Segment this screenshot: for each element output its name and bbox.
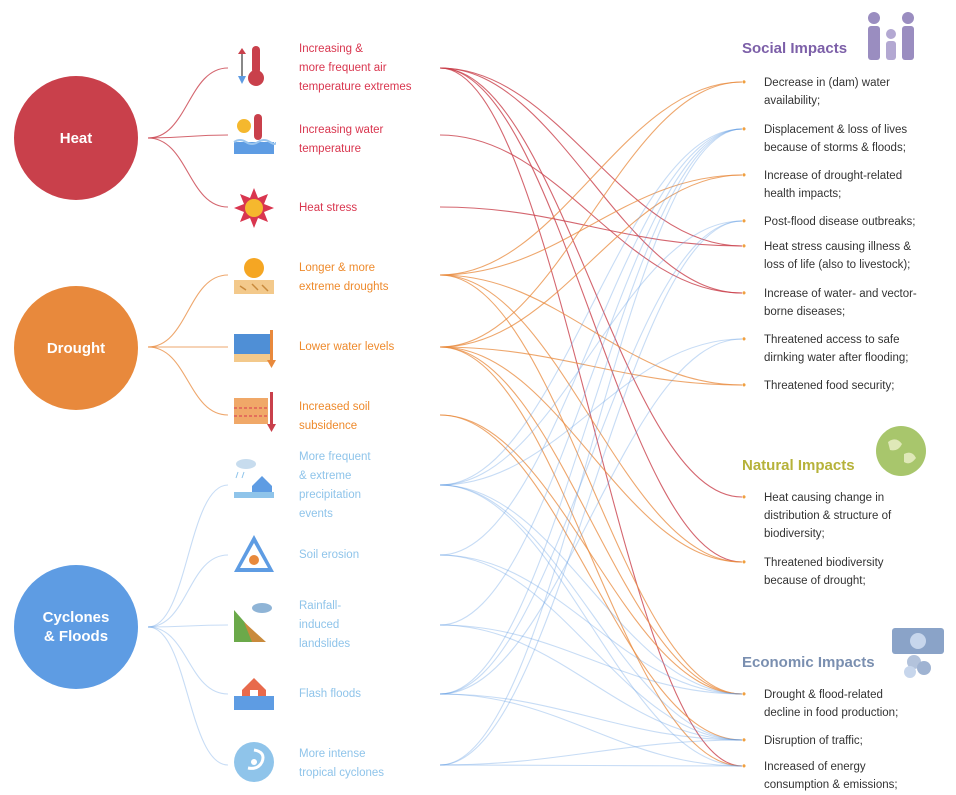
driver-landslides-label: Rainfall- induced landslides xyxy=(299,600,351,650)
driver-impact-link xyxy=(439,128,743,486)
flash-flood-icon xyxy=(234,678,274,710)
people-icon xyxy=(868,12,914,60)
driver-flash-floods-label: Flash floods xyxy=(299,688,362,700)
hazard-cyclones-floods: Cyclones & Floods xyxy=(14,565,138,689)
driver-impact-link xyxy=(439,274,743,386)
impact-displacement: •Displacement & loss of lives because of… xyxy=(742,124,908,154)
driver-water-levels-label: Lower water levels xyxy=(299,341,395,353)
impact-dam-water: •Decrease in (dam) water availability; xyxy=(742,77,890,107)
driver-precipitation-label: More frequent & extreme precipitation ev… xyxy=(299,451,371,520)
impact-food-production: •Drought & flood-related decline in food… xyxy=(742,689,899,719)
driver-impact-link xyxy=(439,554,743,741)
hazard-driver-link xyxy=(147,626,229,766)
driver-impact-link xyxy=(439,338,743,695)
hazard-driver-link xyxy=(147,274,229,348)
impact-post-flood-disease: •Post-flood disease outbreaks; xyxy=(742,216,916,228)
sun-stress-icon xyxy=(234,188,274,228)
impact-energy: •Increased of energy consumption & emiss… xyxy=(742,761,898,791)
driver-impact-link xyxy=(439,484,743,695)
driver-impact-link xyxy=(439,693,743,741)
driver-impact-link xyxy=(439,128,743,695)
driver-cyclones-label: More intense tropical cyclones xyxy=(299,748,385,779)
hazard-cyclones-floods-label: Cyclones & Floods xyxy=(42,609,110,645)
water-level-icon xyxy=(234,330,276,368)
driver-impact-link xyxy=(439,414,743,741)
driver-impact-link xyxy=(439,346,743,767)
impact-heat-stress-illness: •Heat stress causing illness & loss of l… xyxy=(742,241,912,271)
thermometer-icon xyxy=(238,46,264,86)
driver-impact-link xyxy=(439,220,743,486)
driver-water-temperature-label: Increasing water temperature xyxy=(299,124,384,155)
impact-drinking-water: •Threatened access to safe dirnking wate… xyxy=(742,334,909,364)
driver-impact-link xyxy=(439,81,743,276)
hazard-driver-link xyxy=(147,626,229,695)
impact-traffic: •Disruption of traffic; xyxy=(742,735,863,747)
driver-impact-link xyxy=(439,206,743,247)
driver-impact-link xyxy=(439,67,743,767)
globe-icon xyxy=(876,426,926,476)
hazard-drought-label: Drought xyxy=(46,339,106,357)
rain-house-icon xyxy=(234,459,274,498)
driver-impact-link xyxy=(439,128,743,626)
hazard-heat-label: Heat xyxy=(59,129,93,147)
hazard-drought: Drought xyxy=(14,286,138,410)
hazard-driver-link xyxy=(147,624,229,628)
driver-impact-link xyxy=(439,220,743,766)
landslide-icon xyxy=(234,603,272,642)
hazard-driver-link xyxy=(147,484,229,628)
driver-impact-link xyxy=(439,81,743,348)
hazard-driver-link xyxy=(147,67,229,139)
driver-impact-link xyxy=(439,739,743,766)
driver-impact-link xyxy=(439,346,743,695)
driver-impact-link xyxy=(439,174,743,276)
hazard-driver-link xyxy=(147,134,229,139)
hazard-driver-link xyxy=(147,137,229,208)
hazard-driver-link xyxy=(147,554,229,628)
impact-food-security: •Threatened food security; xyxy=(742,380,895,392)
cyclone-icon xyxy=(234,742,274,782)
driver-impact-link xyxy=(439,274,743,695)
soil-subsidence-icon xyxy=(234,392,276,432)
driver-impact-link xyxy=(439,67,743,563)
driver-impact-link xyxy=(439,220,743,695)
money-icon xyxy=(892,628,944,678)
driver-impact-link xyxy=(439,484,743,767)
impact-biodiversity-drought: •Threatened biodiversity because of drou… xyxy=(742,557,884,587)
driver-air-temperature-label: Increasing & more frequent air temperatu… xyxy=(299,43,412,93)
driver-impact-link xyxy=(439,414,743,695)
soil-erosion-icon xyxy=(234,535,274,572)
driver-heat-stress-label: Heat stress xyxy=(299,202,358,214)
driver-impact-link xyxy=(439,346,743,563)
driver-impact-link xyxy=(439,338,743,486)
driver-soil-subsidence-label: Increased soil subsidence xyxy=(299,401,370,432)
hazard-driver-link xyxy=(147,346,229,416)
driver-impact-link xyxy=(439,764,743,767)
driver-impact-link xyxy=(439,624,743,741)
driver-impact-link xyxy=(439,346,743,386)
driver-impact-link xyxy=(439,128,743,766)
hot-water-icon xyxy=(233,114,276,154)
drought-sun-icon xyxy=(234,258,274,294)
driver-impact-link xyxy=(439,67,743,498)
driver-impact-link xyxy=(439,274,743,563)
impact-biodiversity-heat: •Heat causing change in distribution & s… xyxy=(742,492,892,540)
driver-impact-link xyxy=(439,67,743,294)
driver-impact-link xyxy=(439,554,743,695)
driver-impact-link xyxy=(439,67,743,247)
driver-impact-link xyxy=(439,174,743,348)
driver-droughts-label: Longer & more extreme droughts xyxy=(299,262,389,293)
natural-impacts-title: Natural Impacts xyxy=(742,457,855,474)
driver-impact-link xyxy=(439,693,743,767)
impact-water-vector-disease: •Increase of water- and vector- borne di… xyxy=(742,288,917,318)
hazard-heat: Heat xyxy=(14,76,138,200)
driver-impact-link xyxy=(439,624,743,695)
social-impacts-title: Social Impacts xyxy=(742,40,848,57)
economic-impacts-title: Economic Impacts xyxy=(742,654,875,671)
driver-impact-link xyxy=(439,484,743,741)
driver-impact-link xyxy=(439,128,743,556)
driver-soil-erosion-label: Soil erosion xyxy=(299,549,360,561)
impact-drought-health: •Increase of drought-related health impa… xyxy=(742,170,903,200)
